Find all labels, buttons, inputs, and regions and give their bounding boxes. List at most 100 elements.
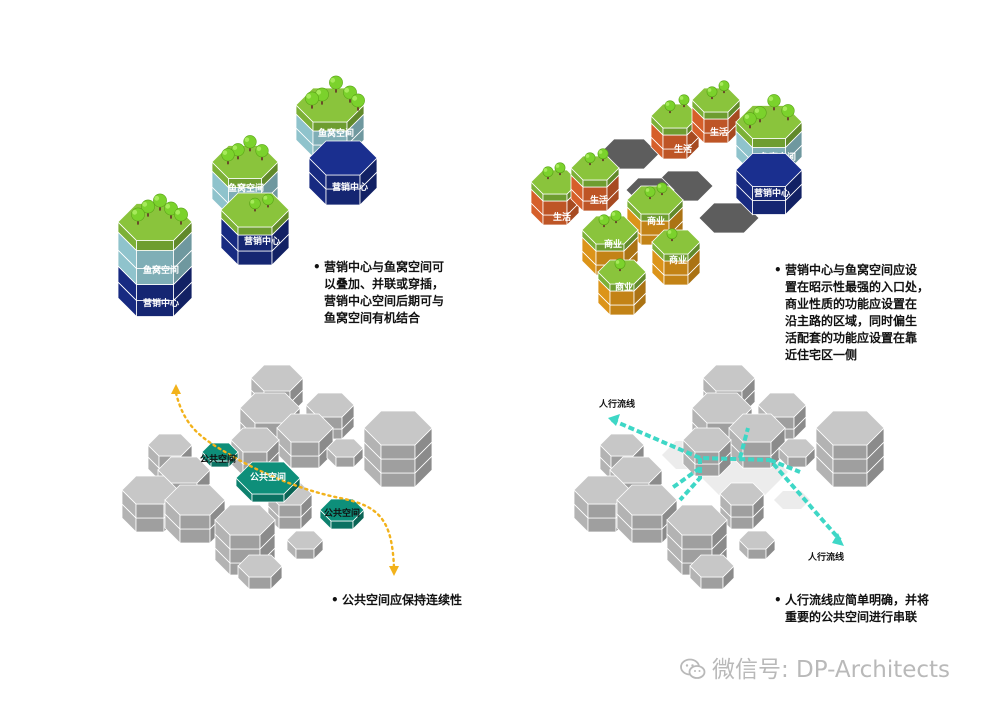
tree-icon (262, 193, 274, 208)
stack-yingxiao-right (308, 140, 378, 206)
hex-layer (230, 427, 280, 465)
public-space-block (319, 498, 365, 530)
bullet: • (774, 263, 782, 277)
tree-icon (141, 199, 155, 217)
tree-icon (610, 210, 622, 224)
note-top-left: • 营销中心与鱼窝空间可 以叠加、并联或穿插， 营销中心空间后期可与 鱼窝空间有… (313, 259, 445, 327)
block-label: 商业 (669, 254, 687, 266)
block-label: 商业 (604, 238, 622, 250)
hex-layer (738, 530, 776, 560)
hex-layer (201, 442, 239, 468)
gray-building-block (286, 530, 324, 560)
flow-label: 人行流线 (807, 551, 844, 563)
hex-layer (276, 413, 334, 457)
bullet: • (331, 593, 339, 607)
tree-icon (542, 166, 554, 180)
arrow-down-icon (389, 566, 399, 576)
hex-layer (719, 482, 765, 518)
continuity-path (174, 391, 396, 570)
hex-layer (626, 185, 684, 222)
tree-icon (644, 186, 656, 200)
block-label: 生活 (674, 143, 692, 155)
hex-layer (735, 153, 803, 202)
block-label: 营销中心 (244, 235, 280, 247)
wechat-icon (680, 658, 706, 679)
flow-label: 人行流线 (598, 398, 635, 410)
arrow-icon (832, 533, 844, 546)
tree-icon (305, 91, 319, 109)
block-label: 生活 (590, 194, 608, 206)
pedestrian-flow-line (738, 427, 750, 459)
block-label: 营销中心 (332, 181, 368, 193)
tree-icon (174, 207, 188, 225)
tree-icon (664, 100, 676, 114)
stack-shenghuo (691, 87, 741, 144)
tree-icon (164, 201, 178, 219)
note-line: 营销中心空间后期可与 (324, 294, 445, 308)
tree-icon (767, 94, 781, 111)
gray-building-block (276, 413, 334, 469)
gray-building-block (237, 554, 283, 590)
arrow-icon (608, 414, 620, 426)
note-line: 置在昭示性最强的入口处， (785, 280, 930, 294)
gray-building-block (738, 530, 776, 560)
bullet: • (313, 260, 321, 274)
tree-icon (153, 193, 167, 211)
note-line: 重要的公共空间进行串联 (785, 610, 918, 624)
tree-icon (249, 197, 261, 212)
hex-layer (363, 410, 433, 460)
stack-yingxiao-middle (220, 192, 290, 266)
block-label: 鱼窝空间 (318, 127, 354, 139)
tree-icon (221, 148, 235, 165)
gray-building-block (689, 554, 735, 590)
block-label: 生活 (553, 211, 571, 223)
stack-shangye (597, 259, 647, 316)
tree-icon (753, 106, 767, 123)
tree-icon (131, 207, 145, 225)
public-space-label: 公共空间 (250, 471, 286, 483)
pedestrian-flow-line (611, 418, 842, 542)
pedestrian-flow-line (670, 466, 702, 490)
hex-layer (235, 461, 301, 503)
note-line: 鱼窝空间有机结合 (324, 311, 421, 325)
tree-icon (231, 143, 245, 160)
tree-icon (743, 112, 757, 129)
tree-icon (614, 258, 626, 272)
tree-icon (598, 214, 610, 228)
block-label: 生活 (710, 126, 728, 138)
block-label: 鱼窝空间 (143, 264, 179, 276)
empty-plot (698, 202, 760, 234)
tree-icon (554, 162, 566, 176)
hex-layer (691, 87, 741, 120)
note-line: 近住宅区一侧 (785, 348, 858, 362)
note-line: 沿主路的区域，同时偏生 (785, 314, 918, 328)
hex-layer (237, 554, 283, 590)
note-line: 以叠加、并联或穿插， (324, 277, 445, 291)
tree-icon (329, 75, 343, 93)
note-line: 营销中心与鱼窝空间应设 (785, 263, 918, 277)
hex-layer (286, 530, 324, 560)
hex-layer (308, 140, 378, 190)
note-line: 营销中心与鱼窝空间可 (324, 260, 445, 274)
tree-icon (656, 182, 668, 196)
hex-layer (214, 504, 276, 550)
stack-shangye (651, 229, 701, 286)
public-space-label: 公共空间 (324, 507, 360, 519)
function-layout-diagram: 生活生活生活生活商业商业商业商业鱼窝空间营销中心 (530, 80, 803, 316)
public-space-block (201, 442, 239, 468)
hex-layer (689, 554, 735, 590)
hex-layer (570, 155, 620, 188)
hex-layer (326, 438, 364, 468)
stack-shenghuo (570, 155, 620, 212)
gray-building-block (666, 504, 728, 576)
watermark-text: 微信号: DP-Architects (712, 657, 951, 683)
tree-icon (597, 148, 609, 162)
tree-icon (243, 135, 257, 152)
gray-building-block (719, 482, 765, 530)
note-bottom-right: • 人行流线应简单明确，并将 重要的公共空间进行串联 (774, 592, 929, 626)
gray-building-block (778, 438, 816, 468)
public-space-label: 公共空间 (200, 453, 236, 465)
gray-building-block (728, 413, 786, 469)
